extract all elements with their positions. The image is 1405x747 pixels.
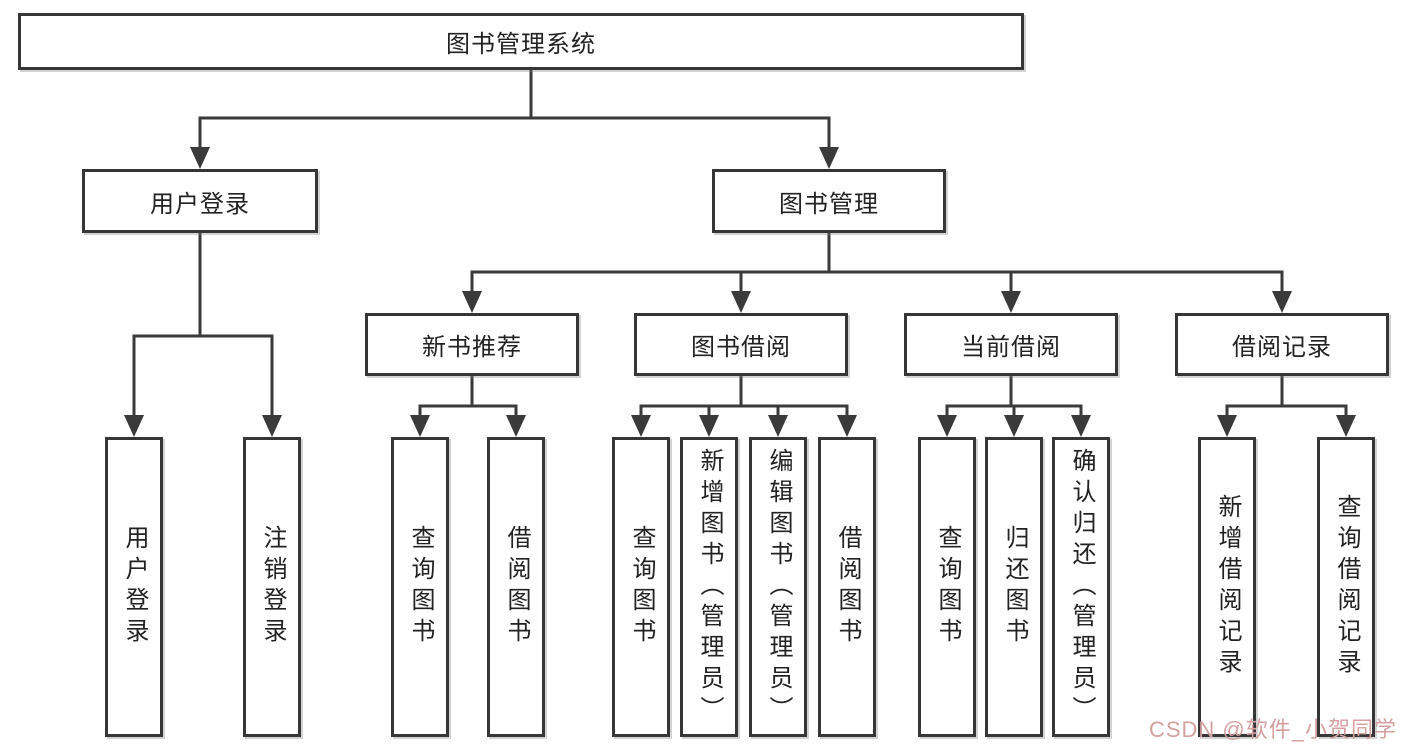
leaf-query-borrow-record-label: 查询借阅记录 xyxy=(1333,494,1360,680)
leaf-user-login: 用户登录 xyxy=(105,437,163,737)
leaf-edit-book-admin: 编辑图书（管理员） xyxy=(749,437,807,737)
leaf-add-borrow-record-label: 新增借阅记录 xyxy=(1214,494,1241,680)
arrow-leaf-login xyxy=(124,415,144,437)
leaf-return-book-label: 归还图书 xyxy=(1001,525,1028,649)
leaf-query-book-recommend-label: 查询图书 xyxy=(407,525,434,649)
leaf-query-book-current: 查询图书 xyxy=(918,437,976,737)
connector-recommend-rail xyxy=(418,404,518,417)
connector-records-rail xyxy=(1225,404,1348,417)
leaf-user-login-label: 用户登录 xyxy=(121,525,148,649)
node-new-book-recommend-label: 新书推荐 xyxy=(422,334,522,361)
leaf-logout-login: 注销登录 xyxy=(243,437,301,737)
arrow-rec-leaf-2 xyxy=(506,415,526,437)
arrow-recommend xyxy=(462,291,482,313)
node-user-login-label: 用户登录 xyxy=(150,190,250,218)
node-current-borrow: 当前借阅 xyxy=(904,313,1118,376)
leaf-add-book-admin-label: 新增图书（管理员） xyxy=(696,447,723,727)
node-borrow-records: 借阅记录 xyxy=(1175,313,1389,376)
arrow-bor-leaf-1 xyxy=(631,415,651,437)
node-book-management: 图书管理 xyxy=(712,169,946,233)
node-book-borrow: 图书借阅 xyxy=(634,313,848,376)
leaf-borrow-book-recommend: 借阅图书 xyxy=(487,437,545,737)
node-current-borrow-label: 当前借阅 xyxy=(961,334,1061,361)
arrow-book-mgmt xyxy=(819,147,839,169)
arrow-bor-leaf-3 xyxy=(768,415,788,437)
leaf-return-book: 归还图书 xyxy=(985,437,1043,737)
arrow-cur-leaf-3 xyxy=(1071,415,1091,437)
leaf-logout-login-label: 注销登录 xyxy=(259,525,286,649)
leaf-query-book-current-label: 查询图书 xyxy=(934,525,961,649)
node-book-borrow-label: 图书借阅 xyxy=(691,334,791,361)
connector-borrow-rail xyxy=(639,404,849,417)
arrow-cur-leaf-1 xyxy=(937,415,957,437)
arrow-rec-leaf-1 xyxy=(410,415,430,437)
leaf-query-book-borrow: 查询图书 xyxy=(612,437,670,737)
node-root: 图书管理系统 xyxy=(18,13,1024,70)
leaf-borrow-book-recommend-label: 借阅图书 xyxy=(503,525,530,649)
watermark: CSDN @软件_小贺同学 xyxy=(1148,717,1397,742)
arrow-borrow xyxy=(731,291,751,313)
node-borrow-records-label: 借阅记录 xyxy=(1232,334,1332,361)
leaf-confirm-return-admin-label: 确认归还（管理员） xyxy=(1068,447,1095,727)
node-root-label: 图书管理系统 xyxy=(446,31,596,58)
node-new-book-recommend: 新书推荐 xyxy=(365,313,579,376)
leaf-confirm-return-admin: 确认归还（管理员） xyxy=(1052,437,1110,737)
arrow-records xyxy=(1272,291,1292,313)
arrow-bor-leaf-4 xyxy=(837,415,857,437)
connector-level2-rail xyxy=(470,270,1284,293)
arrow-user-login xyxy=(190,147,210,169)
arrow-current xyxy=(1001,291,1021,313)
leaf-edit-book-admin-label: 编辑图书（管理员） xyxy=(765,447,792,727)
leaf-add-book-admin: 新增图书（管理员） xyxy=(680,437,738,737)
leaf-borrow-book-label: 借阅图书 xyxy=(834,525,861,649)
leaf-borrow-book: 借阅图书 xyxy=(818,437,876,737)
arrow-recd-leaf-1 xyxy=(1217,415,1237,437)
connector-level1-rail xyxy=(198,116,831,148)
leaf-query-borrow-record: 查询借阅记录 xyxy=(1317,437,1375,737)
arrow-cur-leaf-2 xyxy=(1004,415,1024,437)
node-book-management-label: 图书管理 xyxy=(779,190,879,218)
leaf-query-book-recommend: 查询图书 xyxy=(391,437,449,737)
arrow-leaf-logout xyxy=(262,415,282,437)
arrow-bor-leaf-2 xyxy=(699,415,719,437)
connector-current-rail xyxy=(945,404,1083,417)
arrow-recd-leaf-2 xyxy=(1336,415,1356,437)
leaf-add-borrow-record: 新增借阅记录 xyxy=(1198,437,1256,737)
node-user-login: 用户登录 xyxy=(82,169,318,233)
connector-user-login-rail xyxy=(132,334,274,417)
leaf-query-book-borrow-label: 查询图书 xyxy=(628,525,655,649)
